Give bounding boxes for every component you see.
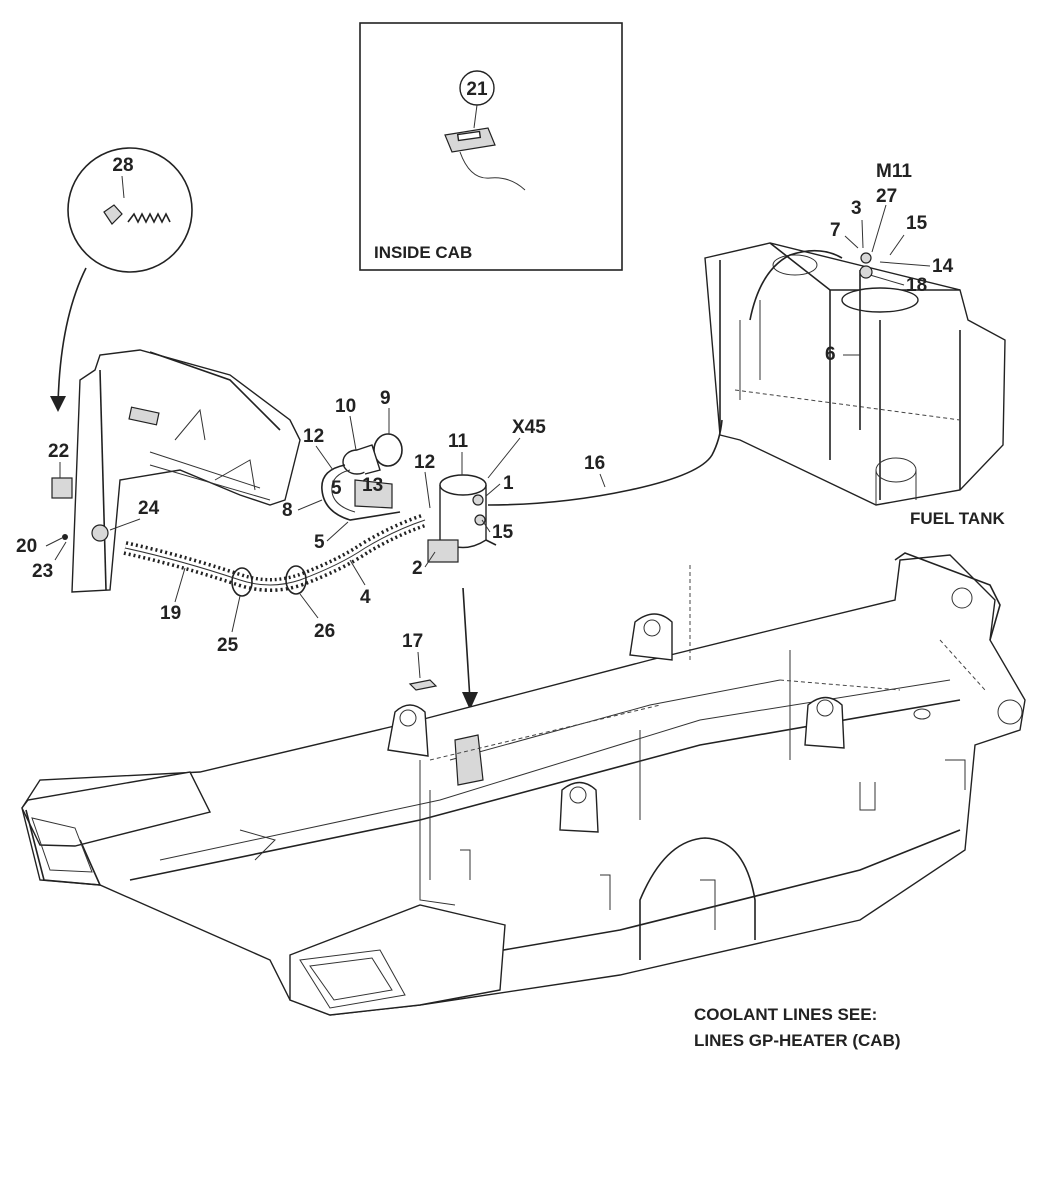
callout-13: 13 (362, 475, 383, 496)
callout-24: 24 (138, 498, 160, 519)
mount-arrow (462, 587, 471, 701)
callout-17: 17 (402, 631, 423, 652)
fuel-line-16 (487, 419, 723, 506)
lug-mid (629, 613, 673, 661)
callout-10: 10 (335, 396, 356, 417)
callout-25: 25 (217, 635, 239, 656)
inset-label: INSIDE CAB (374, 243, 472, 262)
left-track-box (21, 771, 212, 847)
callout-15-tank: 15 (906, 213, 928, 234)
callout-7: 7 (830, 220, 841, 241)
clamp-9 (373, 433, 403, 467)
right-track-box (289, 904, 506, 1016)
callout-27: 27 (876, 186, 897, 207)
fitting-24 (91, 524, 109, 542)
clamp-25 (231, 567, 253, 597)
lug-lower (559, 781, 599, 833)
tank-callouts: M11 27 3 7 15 14 18 6 FUEL TANK (825, 161, 1005, 528)
callout-26: 26 (314, 621, 335, 642)
callout-4: 4 (360, 587, 371, 608)
callout-x45: X45 (512, 417, 546, 438)
fuel-tank (704, 242, 1006, 506)
detail-arrow (57, 267, 87, 406)
callout-3: 3 (851, 198, 862, 219)
callout-22: 22 (48, 441, 69, 462)
control-panel-part (444, 127, 526, 191)
cab-panel (71, 349, 301, 593)
frame-outline (21, 554, 1026, 1016)
callout-11: 11 (448, 431, 469, 452)
heater-mount-area (454, 734, 484, 786)
callout-18: 18 (906, 275, 927, 296)
callout-21: 21 (466, 79, 488, 100)
inset-frame (359, 22, 623, 271)
callout-20: 20 (16, 536, 37, 557)
label-17 (408, 679, 438, 691)
clamp-26 (285, 565, 307, 595)
coolant-note-line2: LINES GP-HEATER (CAB) (694, 1031, 901, 1050)
callout-16: 16 (584, 453, 605, 474)
label-22 (51, 477, 73, 499)
callout-1: 1 (503, 473, 514, 494)
callout-9: 9 (380, 388, 391, 409)
exhaust-hoses (62, 513, 428, 597)
lug-left (387, 704, 429, 757)
callout-23: 23 (32, 561, 53, 582)
callout-m11: M11 (876, 161, 912, 182)
callout-12-left: 12 (303, 426, 324, 447)
detail-circle-28: 28 (50, 147, 193, 412)
undercarriage-frame (21, 552, 1026, 1016)
callout-28: 28 (112, 155, 133, 176)
inside-cab-inset: 21 INSIDE CAB (359, 22, 623, 271)
callout-5-bottom: 5 (314, 532, 325, 553)
detail-circle (67, 147, 193, 273)
heater-callouts: 10 9 12 11 X45 12 1 5 13 8 15 5 2 (282, 388, 546, 579)
lug-rear (804, 696, 845, 749)
heater-assembly (321, 433, 497, 563)
bracket-13 (354, 479, 393, 509)
callout-6: 6 (825, 344, 836, 365)
fuel-tank-label: FUEL TANK (910, 509, 1005, 528)
callout-2: 2 (412, 558, 423, 579)
callout-8: 8 (282, 500, 293, 521)
callout-19: 19 (160, 603, 181, 624)
callout-12-right: 12 (414, 452, 435, 473)
coolant-note-line1: COOLANT LINES SEE: (694, 1005, 877, 1024)
callout-5-top: 5 (331, 478, 342, 499)
callout-15-heater: 15 (492, 522, 514, 543)
hose-callouts: 22 24 20 23 19 4 25 26 17 (16, 441, 438, 691)
callout-14: 14 (932, 256, 954, 277)
